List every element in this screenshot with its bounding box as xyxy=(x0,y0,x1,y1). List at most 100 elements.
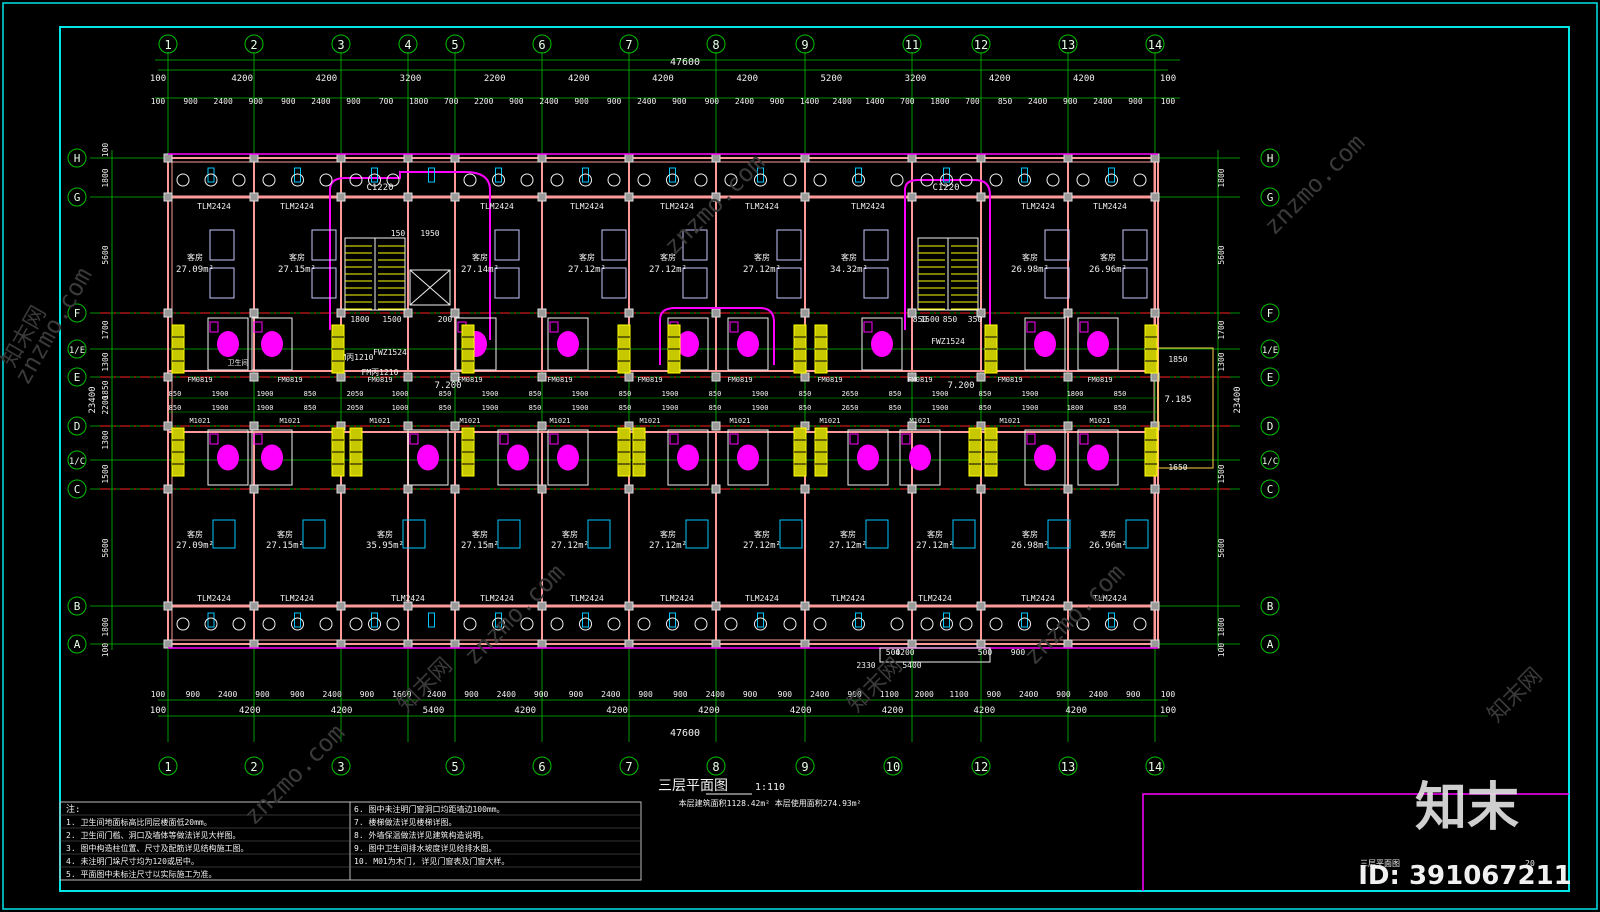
stair-window-label: C1220 xyxy=(366,183,393,193)
bathroom-wall xyxy=(727,429,769,486)
window-mark xyxy=(207,167,215,183)
corridor-dim-text: 1800 xyxy=(1067,390,1084,398)
toilet-fixture xyxy=(857,444,879,471)
balcony-chair xyxy=(724,173,738,187)
room-area-top: 26.96m² xyxy=(1089,265,1127,275)
dimension-text-top2: 2400 xyxy=(539,97,558,106)
axis-label-bottom: 1 xyxy=(164,760,171,774)
corridor-dim-text: 850 xyxy=(979,404,992,412)
structural-column xyxy=(249,484,259,494)
structural-column xyxy=(711,192,721,202)
axis-bubble-row xyxy=(1260,367,1280,387)
room-area-bottom: 27.12m² xyxy=(743,541,781,551)
structural-column xyxy=(1063,484,1073,494)
bed xyxy=(682,267,708,299)
window-mark xyxy=(855,612,862,628)
room-name-bottom: 客房 xyxy=(1100,529,1116,539)
dimension-text-top1: 4200 xyxy=(568,74,590,84)
structural-column xyxy=(800,484,810,494)
structural-column xyxy=(249,153,259,163)
axis-bubble-row xyxy=(67,479,87,499)
stair-dimension: 200 xyxy=(438,315,453,324)
basin-fixture xyxy=(209,433,219,445)
structural-column xyxy=(976,639,986,649)
window-label-bottom: TLM2424 xyxy=(660,594,694,603)
corridor-dim-text: 1900 xyxy=(572,404,589,412)
corridor-dimension: 7.185 xyxy=(1164,395,1191,405)
balcony-chair xyxy=(368,617,381,631)
room-area-bottom: 26.96m² xyxy=(1089,541,1127,551)
dimension-text-bottom1: 2400 xyxy=(497,690,516,699)
basin-fixture xyxy=(499,433,509,445)
dimension-text-top2: 900 xyxy=(1063,97,1078,106)
room-area-bottom: 35.95m² xyxy=(366,541,404,551)
toilet-fixture xyxy=(507,444,529,471)
door-label: M1021 xyxy=(279,417,300,425)
corridor-dim-text: 1800 xyxy=(1067,404,1084,412)
corridor-dim-text: 1000 xyxy=(392,404,409,412)
structural-column xyxy=(450,421,460,431)
title-block-border xyxy=(1142,793,1569,891)
balcony-chair xyxy=(724,617,738,631)
window-label-top: TLM2424 xyxy=(660,202,694,211)
basin-fixture xyxy=(209,321,219,333)
room-area-bottom: 27.12m² xyxy=(649,541,687,551)
corridor-dim-text: 850 xyxy=(799,390,812,398)
window-mark xyxy=(669,612,676,628)
corridor-dim-text: 1900 xyxy=(257,390,274,398)
dimension-text-top2: 1400 xyxy=(800,97,819,106)
balcony-chair xyxy=(607,173,621,187)
corridor-dim-text: 850 xyxy=(439,404,452,412)
toilet-fixture xyxy=(261,331,283,357)
window-label-top: TLM2424 xyxy=(851,202,885,211)
bed xyxy=(779,519,803,549)
door-label: M1021 xyxy=(729,417,750,425)
toilet-fixture xyxy=(677,331,699,357)
balcony-chair xyxy=(754,173,767,187)
structural-column xyxy=(537,421,547,431)
balcony-chair xyxy=(204,617,218,631)
window-mark xyxy=(371,167,378,183)
axis-bubble-row xyxy=(67,596,87,616)
bed xyxy=(1044,229,1070,261)
balcony-chair xyxy=(890,617,904,631)
basin-fixture xyxy=(1079,433,1089,445)
note-line-left: 5. 平面图中未标注尺寸以实际施工为准。 xyxy=(66,869,216,879)
door-label: FM0819 xyxy=(547,376,572,384)
balcony-dimension: 2330 xyxy=(856,661,875,670)
structural-column xyxy=(800,639,810,649)
window-label-bottom: TLM2424 xyxy=(570,594,604,603)
balcony-chair xyxy=(1133,173,1147,187)
corridor-dim-text: 850 xyxy=(619,404,632,412)
dimension-text-right: 1700 xyxy=(1217,320,1226,339)
dimension-text-bottom1: 1600 xyxy=(392,690,411,699)
structural-column xyxy=(336,372,346,382)
axis-bubble-row xyxy=(67,339,87,359)
door-label: FM0819 xyxy=(277,376,302,384)
axis-bubble-top xyxy=(795,34,815,54)
bathroom-wall xyxy=(207,429,249,486)
window-label-bottom: TLM2424 xyxy=(831,594,865,603)
structural-column xyxy=(1150,601,1160,611)
door-label: FM0819 xyxy=(637,376,662,384)
axis-label-top: 2 xyxy=(250,38,257,52)
axis-bubble-row xyxy=(1260,416,1280,436)
axis-label-row: 1/E xyxy=(1262,346,1278,356)
corridor-dim-text: 850 xyxy=(169,404,182,412)
dimension-text-bottom1: 900 xyxy=(1126,690,1141,699)
balcony-chair xyxy=(176,173,190,187)
elevator-shaft xyxy=(409,269,451,306)
corridor-dim-text: 850 xyxy=(439,390,452,398)
bed xyxy=(1125,519,1149,549)
corridor-dim-text: 1900 xyxy=(482,390,499,398)
dimension-text-top2: 900 xyxy=(770,97,785,106)
corridor-dim-text: 1900 xyxy=(1022,404,1039,412)
axis-label-row: B xyxy=(74,600,81,613)
structural-column xyxy=(800,308,810,318)
structural-column xyxy=(624,601,634,611)
structural-column xyxy=(163,421,173,431)
axis-bubble-row xyxy=(1260,479,1280,499)
dimension-text-top2: 900 xyxy=(509,97,524,106)
axis-bubble-top xyxy=(619,34,639,54)
bed xyxy=(685,519,709,549)
